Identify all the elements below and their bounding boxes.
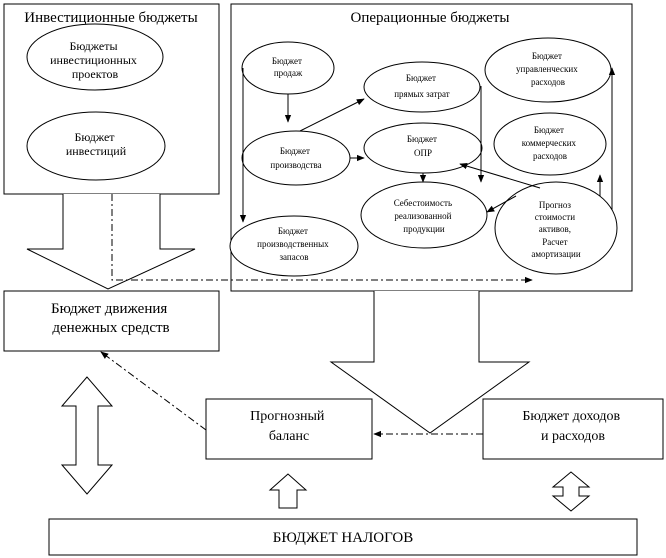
asset-to-opr-connector: [459, 163, 541, 189]
tax-to-balance-arrow: [268, 473, 308, 509]
tax-budget-box: [48, 518, 638, 556]
cash-flow-budget-label: Бюджет движения денежных средств: [51, 301, 171, 336]
income-expense-budget-label: Бюджет доходов и расходов: [522, 409, 623, 444]
tax-budget-label: БЮДЖЕТ НАЛОГОВ: [273, 530, 413, 546]
asset-forecast-label: Прогноз стоимости активов, Расчет аморти…: [531, 200, 581, 259]
production-budget-label: Бюджет производства: [270, 146, 321, 170]
asset-forecast-node: [494, 181, 618, 275]
income-expense-budget-box: [482, 398, 664, 460]
investment-budget-node: [26, 111, 166, 181]
income-tax-double-arrow: [551, 471, 591, 512]
opr-budget-label: Бюджет ОПР: [407, 134, 439, 158]
project-budgets-node: [26, 23, 164, 91]
balance-to-cashflow-dashed-link: [100, 351, 207, 431]
cash-flow-budget-box: [3, 290, 220, 352]
forecast-balance-label: Прогнозный баланс: [250, 409, 328, 444]
direct-costs-budget-node: [363, 61, 481, 113]
sales-budget-label: Бюджет продаж: [272, 56, 304, 78]
investment-to-asset-forecast-dashed-link: [111, 194, 533, 284]
cost-of-goods-label: Себестоимость реализованной продукции: [394, 198, 455, 234]
operational-budgets-title: Операционные бюджеты: [351, 10, 510, 26]
commercial-costs-budget-label: Бюджет коммерческих расходов: [522, 125, 579, 161]
investment-budgets-title: Инвестиционные бюджеты: [24, 10, 197, 26]
production-to-direct-costs-connector: [299, 98, 365, 132]
project-budgets-label: Бюджеты инвестиционных проектов: [50, 39, 140, 81]
investment-budget-label: Бюджет инвестиций: [66, 130, 127, 158]
operational-to-reports-arrow: [329, 291, 531, 434]
direct-costs-budget-label: Бюджет прямых затрат: [394, 73, 450, 99]
management-costs-budget-label: Бюджет управленческих расходов: [516, 51, 580, 87]
investment-to-cashflow-arrow: [26, 194, 196, 290]
cashflow-tax-double-arrow: [60, 376, 114, 495]
commercial-costs-budget-node: [493, 112, 607, 176]
asset-to-cost-of-goods-connector: [486, 195, 517, 213]
forecast-balance-box: [205, 398, 373, 460]
production-stock-node: [229, 215, 359, 277]
production-budget-node: [241, 130, 351, 186]
production-stock-label: Бюджет производственных запасов: [257, 226, 331, 262]
